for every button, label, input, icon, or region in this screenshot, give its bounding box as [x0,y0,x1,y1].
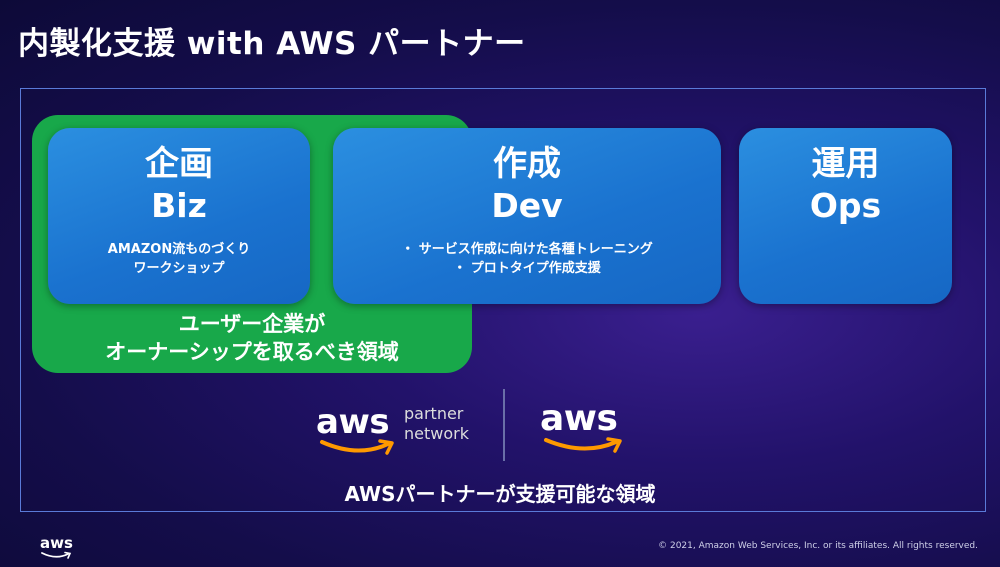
dev-card: 作成 Dev ・ サービス作成に向けた各種トレーニング ・ プロトタイプ作成支援 [333,128,721,304]
ownership-caption-line: ユーザー企業が [178,312,326,336]
footer-aws-word: aws [40,534,73,552]
dev-card-subtitle: Dev [491,186,563,225]
apn-text-line: network [404,424,469,443]
biz-card: 企画 Biz AMAZON流ものづくり ワークショップ [48,128,310,304]
ops-card-subtitle: Ops [809,186,882,225]
biz-card-title: 企画 [145,144,213,184]
apn-text: partner network [404,404,469,444]
biz-card-detail: AMAZON流ものづくり ワークショップ [48,240,310,278]
dev-card-title: 作成 [493,144,561,184]
dev-detail-line: ・ サービス作成に向けた各種トレーニング [401,242,653,257]
aws-partner-network-logo: aws partner network [316,400,486,456]
ownership-caption-line: オーナーシップを取るべき領域 [105,340,399,364]
aws-smile-icon [544,437,622,453]
dev-card-detail: ・ サービス作成に向けた各種トレーニング ・ プロトタイプ作成支援 [333,240,721,278]
ops-card-title: 運用 [811,144,880,184]
footer-aws-logo: aws [40,534,74,560]
biz-card-subtitle: Biz [151,186,207,225]
apn-text-line: partner [404,404,464,423]
biz-detail-line: ワークショップ [133,261,225,276]
biz-detail-line: AMAZON流ものづくり [107,242,251,257]
logo-divider [503,389,505,461]
ops-card: 運用 Ops [739,128,952,304]
copyright-text: © 2021, Amazon Web Services, Inc. or its… [658,541,978,551]
aws-word: aws [540,398,618,439]
dev-detail-line: ・ プロトタイプ作成支援 [453,261,601,276]
aws-smile-icon [320,439,394,455]
logo-row: aws partner network aws [0,389,1000,462]
ownership-caption: ユーザー企業が オーナーシップを取るべき領域 [32,310,472,366]
partner-support-caption: AWSパートナーが支援可能な領域 [344,482,656,506]
slide-title: 内製化支援 with AWS パートナー [18,26,526,62]
aws-smile-icon [41,551,72,559]
partner-support-frame [20,88,986,512]
aws-logo: aws [540,398,636,454]
apn-aws-word: aws [316,402,390,442]
